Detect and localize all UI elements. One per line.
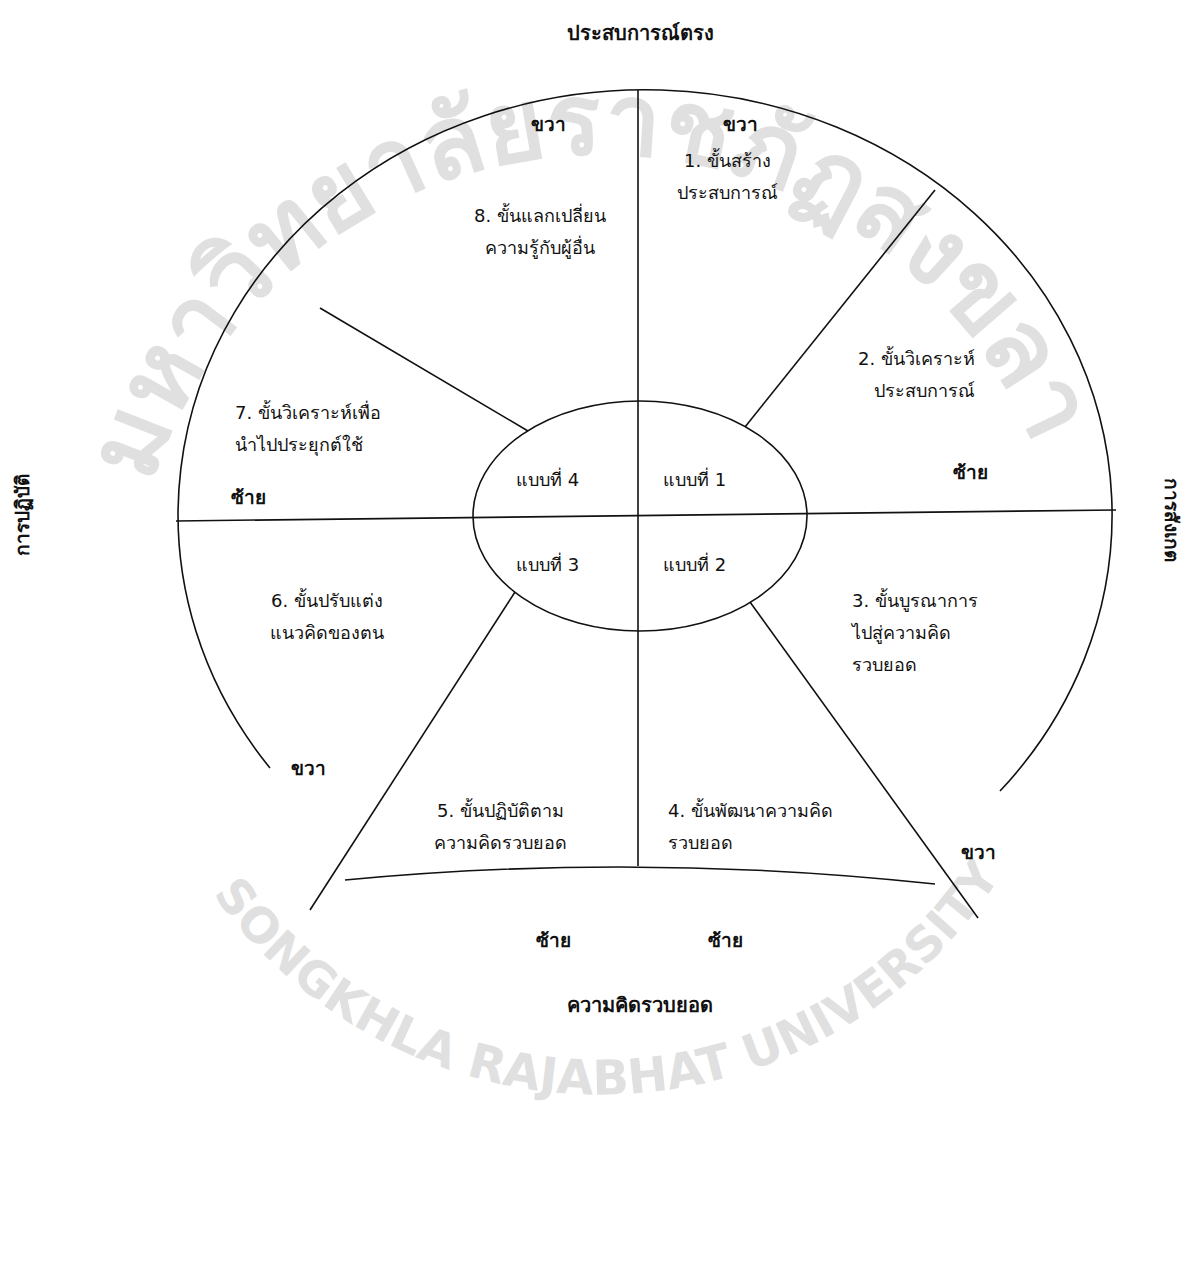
step-label: 8. ขั้นแลกเปลี่ยน ความรู้กับผู้อื่น	[470, 200, 610, 264]
style-label: แบบที่ 2	[663, 552, 726, 578]
step-label: 2. ขั้นวิเคราะห์ ประสบการณ์	[850, 343, 975, 407]
axis-label: ประสบการณ์ตรง	[567, 20, 714, 46]
circle-outline	[472, 400, 808, 632]
step-label: 7. ขั้นวิเคราะห์เพื่อ นำไปประยุกต์ใช้	[235, 397, 389, 461]
outer-arc	[178, 90, 1112, 791]
divider-line	[750, 602, 978, 918]
style-label: แบบที่ 1	[663, 467, 726, 493]
step-label: 6. ขั้นปรับแต่ง แนวคิดของตน	[266, 585, 388, 649]
axis-label: การปฏิบัติ	[9, 474, 35, 556]
side-label: ขวา	[961, 839, 996, 865]
side-label: ซ้าย	[708, 927, 743, 953]
watermark: มหาวิทยาลัยราชภัฏสงขลา	[63, 60, 1119, 492]
side-label: ซ้าย	[953, 459, 988, 485]
inner-circle: แบบที่ 4 แบบที่ 1 แบบที่ 3 แบบที่ 2	[472, 400, 808, 632]
horizontal-axis	[176, 510, 1116, 521]
axis-label: การสังเกต	[1159, 478, 1185, 562]
vertical-axis	[637, 90, 639, 866]
style-label: แบบที่ 4	[516, 467, 579, 493]
axis-label: ความคิดรวบยอด	[567, 992, 713, 1018]
side-label: ซ้าย	[536, 927, 571, 953]
side-label: ขวา	[723, 111, 758, 137]
step-label: 5. ขั้นปฏิบัติตาม ความคิดรวบยอด	[430, 795, 571, 859]
style-label: แบบที่ 3	[516, 552, 579, 578]
side-label: ซ้าย	[231, 484, 266, 510]
circle-outline	[473, 401, 807, 631]
side-label: ขวา	[531, 111, 566, 137]
step-label: 3. ขั้นบูรณาการ ไปสู่ความคิด รวบยอด	[852, 585, 986, 681]
step-label: 1. ขั้นสร้าง ประสบการณ์	[673, 145, 782, 209]
side-label: ขวา	[291, 755, 326, 781]
step-label: 4. ขั้นพัฒนาความคิด รวบยอด	[668, 795, 841, 859]
watermark-text: มหาวิทยาลัยราชภัฏสงขลา	[63, 60, 1119, 492]
bottom-arc	[345, 867, 935, 884]
